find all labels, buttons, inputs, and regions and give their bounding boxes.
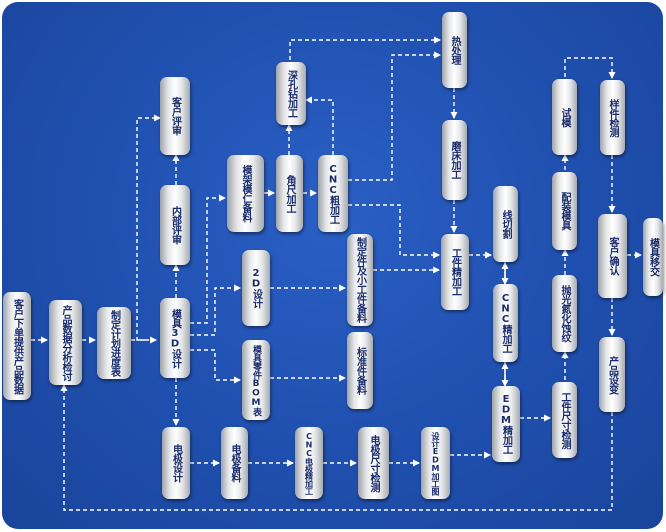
node-schedule: 制定计划进度表 xyxy=(97,307,131,379)
node-corner-machining: 角尺加工 xyxy=(276,155,303,232)
node-parts-bom: 模具零件BOM表 xyxy=(242,340,270,420)
edge-change-feedback-loop xyxy=(60,384,613,511)
node-standard-parts: 标准件备料 xyxy=(347,332,373,409)
node-trial: 试模 xyxy=(552,79,577,155)
node-edm-finish: EDM精加工 xyxy=(492,386,520,462)
edge-cnc-rough-to-heat xyxy=(348,51,441,181)
node-data-analysis: 产品数据分析检讨 xyxy=(49,300,82,385)
edge-trial-to-sample xyxy=(564,57,616,79)
node-cnc-electrode: CNC电极精加工 xyxy=(295,427,323,499)
node-mold-3d: 模具3D设计 xyxy=(160,298,190,378)
edge-3d-to-bom xyxy=(190,349,241,384)
edge-cnc-rough-to-workpiece xyxy=(348,204,440,259)
edge-3d-to-2d xyxy=(190,284,241,336)
node-customer-confirm: 客户确认 xyxy=(598,214,627,298)
node-electrode-material: 电极备料 xyxy=(221,427,248,499)
node-size-inspect: 工件尺寸检测 xyxy=(552,382,577,458)
node-grinding: 磨床加工 xyxy=(442,120,467,200)
edge-cnc-rough-to-deep-hole xyxy=(305,96,334,155)
node-fixed-parts: 制定件及小工件备料 xyxy=(347,234,373,326)
node-customer-data: 客户下单提供产品数据 xyxy=(3,292,31,400)
node-internal-review: 内部评审 xyxy=(160,185,190,265)
edge-schedule-to-customer-review xyxy=(136,114,161,341)
node-wire-cut: 线切割 xyxy=(493,186,518,262)
node-assembly: 配装模具 xyxy=(552,172,577,250)
node-mold-transfer: 模具移交 xyxy=(643,218,663,296)
node-cnc-finish: CNC精加工 xyxy=(493,284,518,362)
node-customer-review: 客户评审 xyxy=(160,77,190,155)
node-2d-design: 2D设计 xyxy=(242,250,270,326)
node-polish: 抛光氮化蚀纹 xyxy=(552,275,577,352)
node-electrode-inspect: 电极尺寸检测 xyxy=(358,427,389,499)
node-workpiece-finish: 工件精加工 xyxy=(441,234,469,310)
edge-deep-hole-to-heat xyxy=(289,36,441,60)
node-edm-design: 设计EDM加工图 xyxy=(421,427,450,499)
node-deep-hole: 深孔钻加工 xyxy=(276,62,306,125)
node-electrode-design: 电极设计 xyxy=(162,427,190,499)
node-sample-inspect: 样件检测 xyxy=(600,80,625,155)
node-frame-material: 模架模仁备料 xyxy=(227,155,264,232)
node-product-change: 产品设变 xyxy=(599,337,625,412)
node-heat-treatment: 热处理 xyxy=(442,12,467,88)
node-cnc-rough: CNC粗加工 xyxy=(318,155,348,232)
edge-3d-to-frame-material xyxy=(190,194,226,324)
